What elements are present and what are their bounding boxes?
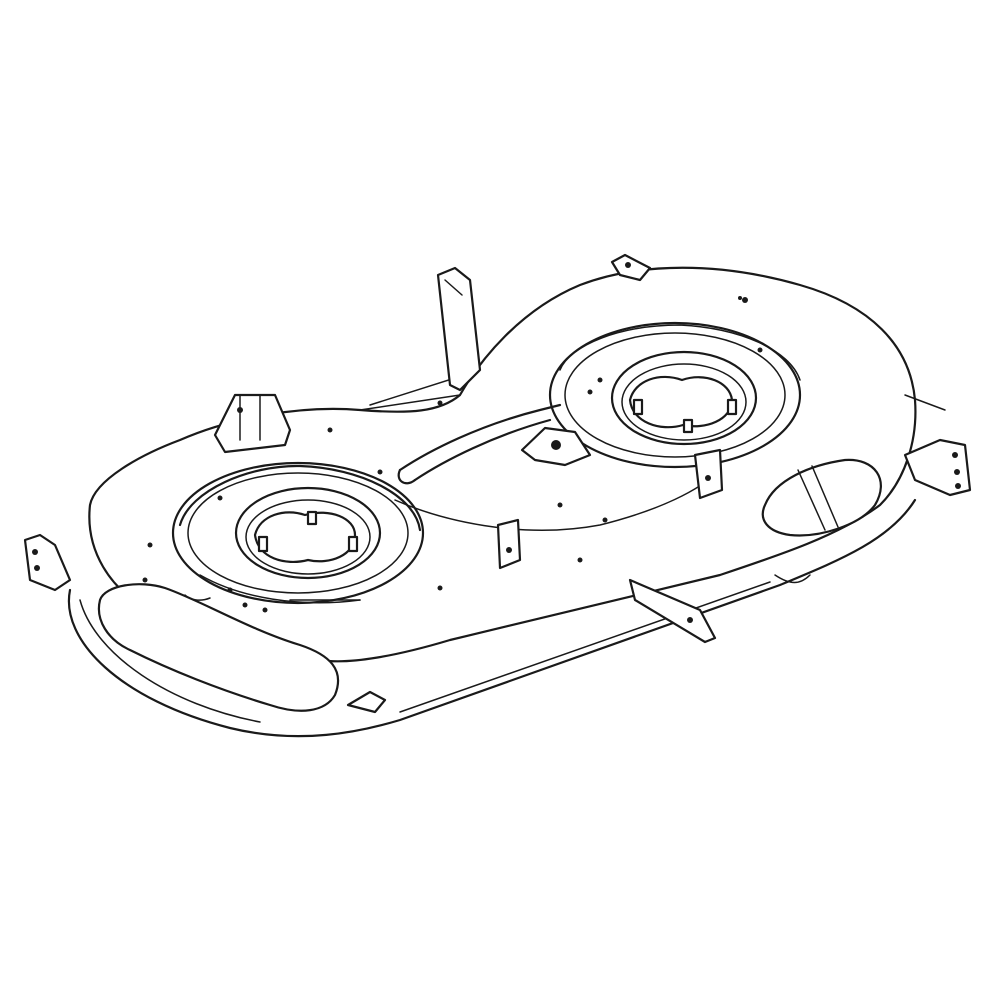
front-hanger-left	[496, 518, 522, 570]
right-side-bracket	[903, 438, 972, 497]
right-spindle-well	[548, 321, 802, 469]
right-rear-bracket	[610, 253, 652, 282]
left-rear-bracket	[213, 393, 292, 454]
center-idler-bracket	[520, 426, 592, 467]
front-left-pad	[97, 583, 340, 712]
left-side-bracket	[23, 533, 72, 592]
mounting-holes	[142, 296, 763, 613]
center-rear-arm	[436, 266, 482, 392]
deck-body	[88, 266, 946, 663]
belt-channel	[394, 403, 721, 531]
front-hanger-right	[693, 448, 724, 500]
bottom-clip	[346, 690, 387, 714]
left-spindle-well	[171, 461, 425, 605]
deck-skirt	[67, 498, 917, 738]
front-strap	[628, 578, 717, 644]
right-bump-pad	[761, 458, 882, 537]
